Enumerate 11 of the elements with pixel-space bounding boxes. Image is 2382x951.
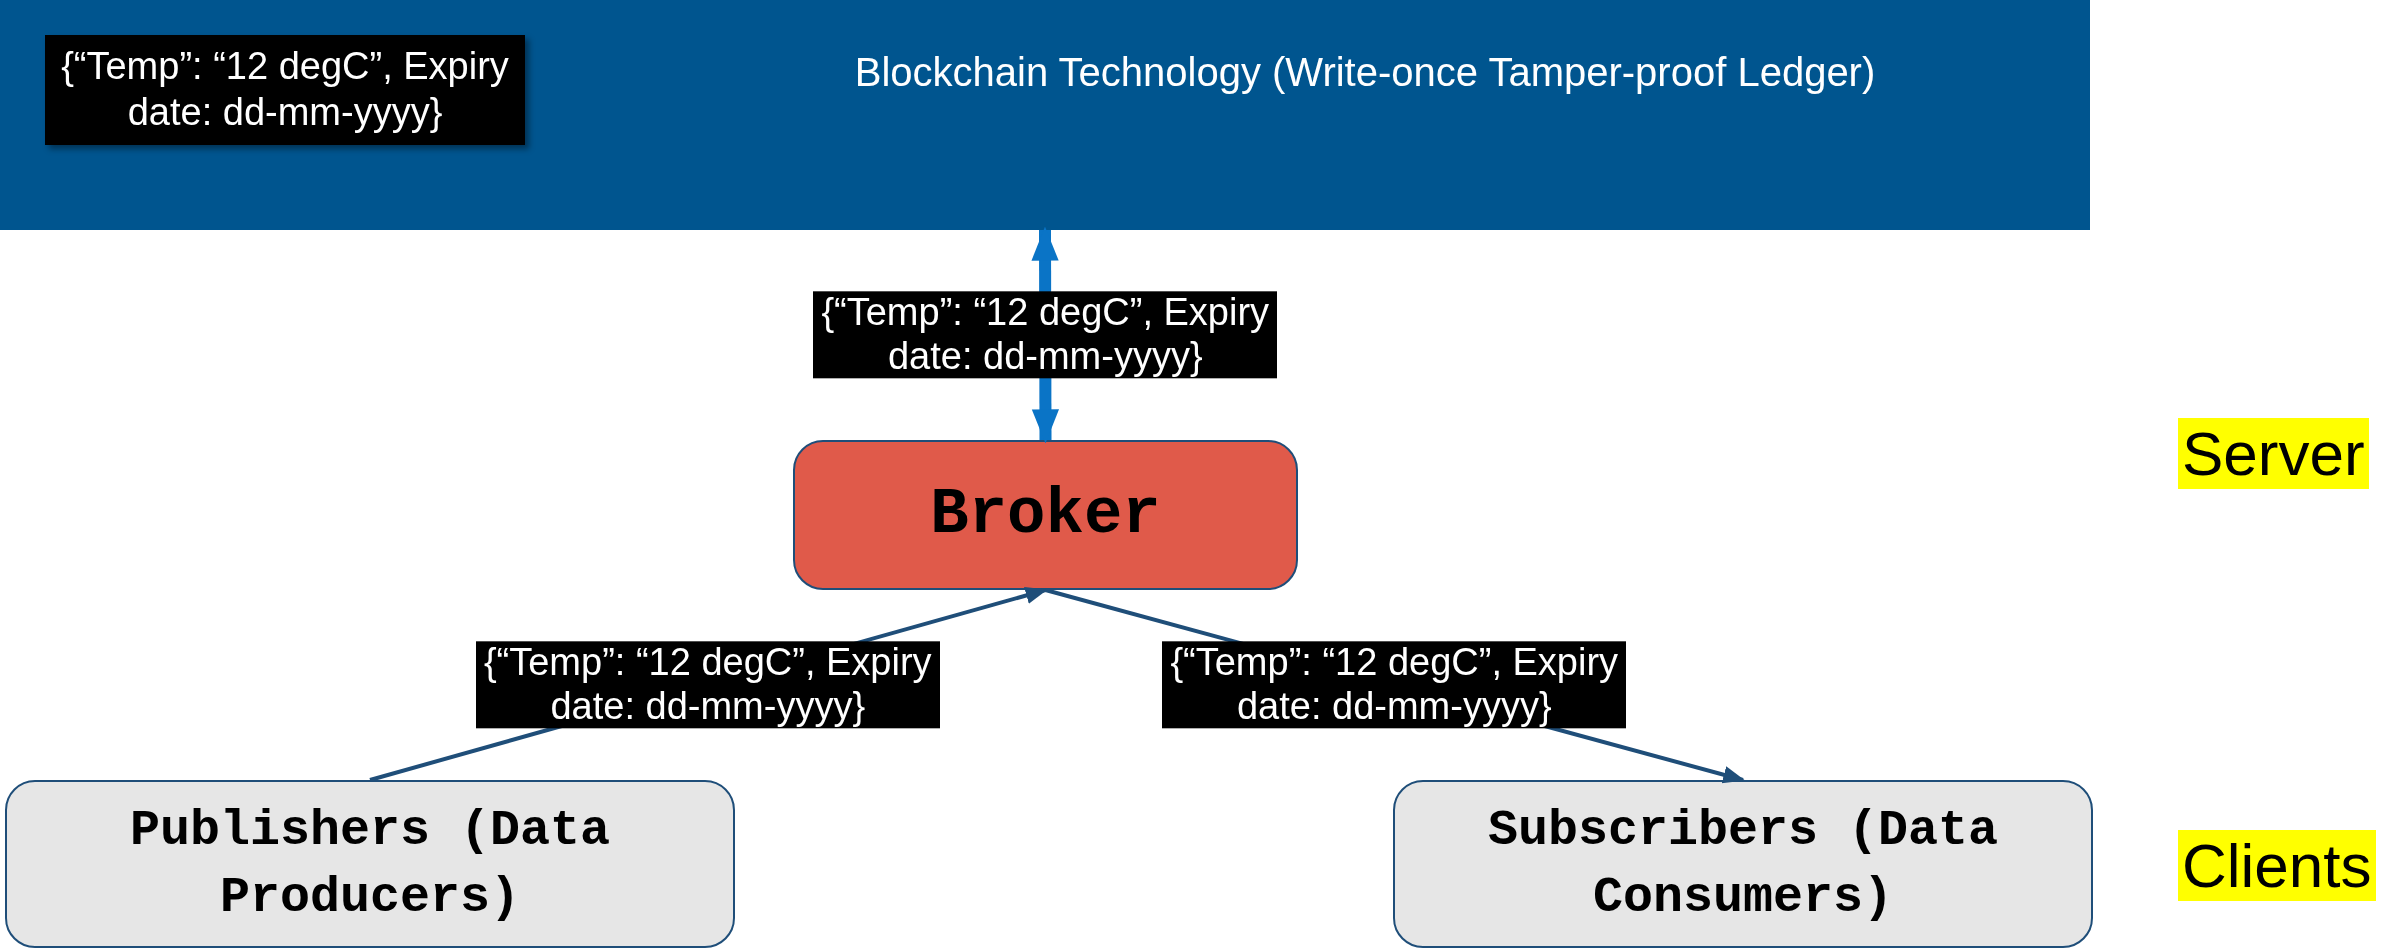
message-box: {“Temp”: “12 degC”, Expiry date: dd-mm-yyyy} <box>45 35 525 145</box>
edge-label: {“Temp”: “12 degC”, Expiry date: dd-mm-yyyy} <box>475 641 940 729</box>
process-box: Broker <box>793 440 1298 590</box>
edge-label: {“Temp”: “12 degC”, Expiry date: dd-mm-yyyy} <box>1162 641 1627 729</box>
edge-label: {“Temp”: “12 degC”, Expiry date: dd-mm-yyyy} <box>813 291 1278 379</box>
ledger-band <box>0 0 2090 230</box>
tier-label: Server <box>2178 418 2369 489</box>
tier-label: Clients <box>2178 830 2376 901</box>
band-title: Blockchain Technology (Write-once Tamper-proof Ledger) <box>853 50 1877 95</box>
process-box: Publishers (Data Producers) <box>5 780 735 948</box>
process-box: Subscribers (Data Consumers) <box>1393 780 2093 948</box>
